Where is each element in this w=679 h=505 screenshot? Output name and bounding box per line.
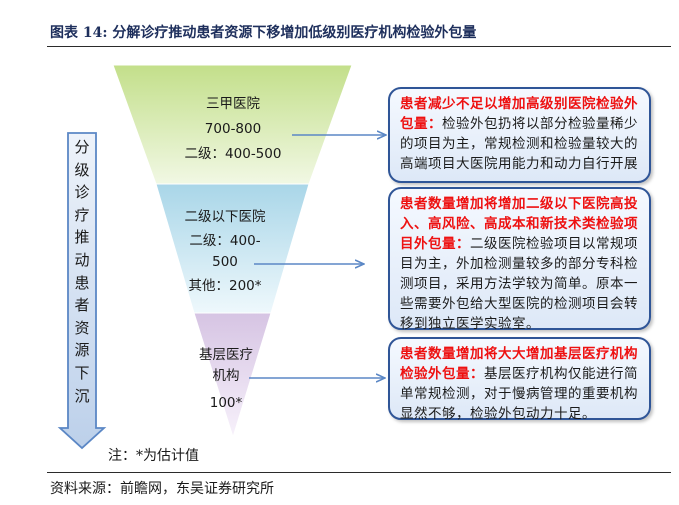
tier-middle-text: 二级以下医院 二级：400- 500 其他：200* — [165, 207, 285, 297]
tier-bottom-name-cont: 机构 — [212, 368, 240, 384]
callout-top-body: 检验外包扔将以部分检验量稀少的项目为主，常规检测和检验量较大的高端项目大医院用能… — [400, 116, 638, 172]
callout-middle-highlight: 患者数量增加将增加二级以下医院高投入、高风险、高成本和新技术类检验项目外包量： — [400, 196, 638, 252]
title-rule — [47, 46, 671, 47]
tier-bottom-name: 基层医疗 — [199, 347, 253, 363]
tier-top-name: 三甲医院 — [206, 96, 260, 112]
tier-bottom-value: 100* — [209, 395, 243, 411]
callout-top-highlight: 患者减少不足以增加高级别医院检验外包量： — [400, 96, 638, 132]
tier-top-level: 二级：400-500 — [184, 146, 282, 162]
tier-top-text: 三甲医院 700-800 二级：400-500 — [163, 94, 303, 165]
tier-middle-level: 二级：400- — [189, 233, 261, 249]
callout-box-top: 患者减少不足以增加高级别医院检验外包量：检验外包扔将以部分检验量稀少的项目为主，… — [388, 87, 651, 183]
callout-middle-body: 二级医院检验项目以常规项目为主，外加检测量较多的部分专科检测项目，采用方法学较为… — [400, 236, 638, 332]
source-text: 资料来源：前瞻网，东吴证券研究所 — [50, 481, 274, 497]
tier-top-value: 700-800 — [204, 121, 262, 137]
callout-bottom-highlight: 患者数量增加将大大增加基层医疗机构检验外包量： — [400, 346, 638, 382]
tier-bottom-text: 基层医疗 机构 100* — [186, 345, 266, 414]
tier-middle-name: 二级以下医院 — [184, 209, 266, 225]
callout-box-bottom: 患者数量增加将大大增加基层医疗机构检验外包量：基层医疗机构仅能进行简单常规检测，… — [388, 337, 651, 422]
chart-title: 图表 14: 分解诊疗推动患者资源下移增加低级别医疗机构检验外包量 — [50, 25, 477, 41]
funnel-tier-bottom — [193, 312, 272, 439]
estimate-note: 注：*为估计值 — [108, 448, 199, 464]
callout-bottom-body: 基层医疗机构仅能进行简单常规检测，对于慢病管理的重要机构显然不够，检验外包动力十… — [400, 366, 638, 422]
vertical-arrow-label: 分级诊疗推动患者资源下沉 — [74, 138, 90, 405]
down-arrow-icon — [57, 132, 107, 450]
tier-middle-level-cont: 500 — [212, 254, 238, 270]
source-rule — [47, 472, 671, 473]
tier-middle-other: 其他：200* — [188, 278, 262, 294]
callout-box-middle: 患者数量增加将增加二级以下医院高投入、高风险、高成本和新技术类检验项目外包量：二… — [388, 187, 651, 332]
